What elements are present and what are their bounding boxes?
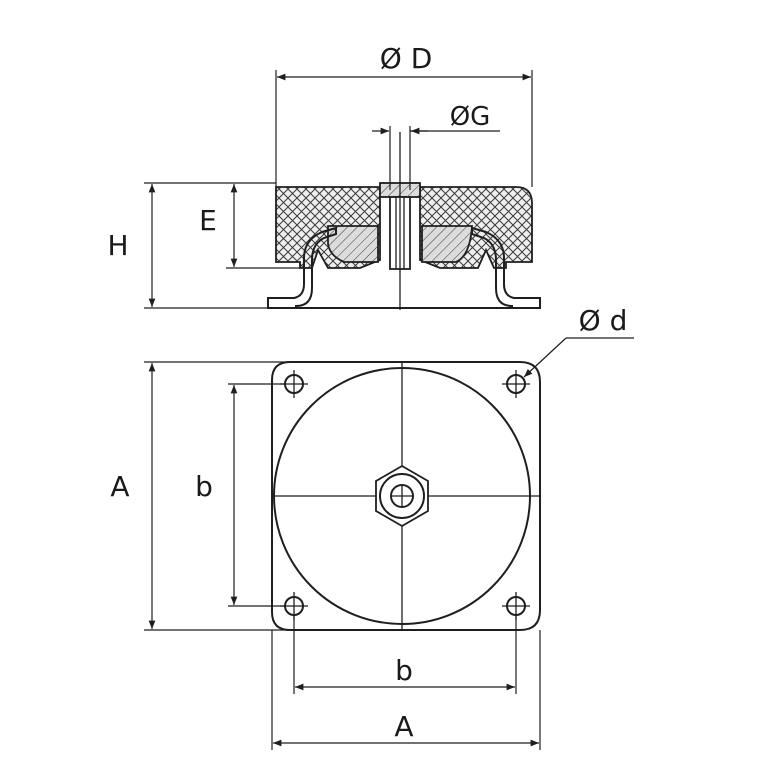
label-side-A-bottom: A [394, 710, 413, 743]
label-side-b-bottom: b [395, 654, 413, 687]
center-thread-hole [390, 484, 414, 508]
label-height-H: H [107, 229, 128, 262]
side-section-view: Ø D ØG H E [107, 42, 541, 310]
label-height-E: E [199, 204, 217, 237]
base-plate-right [471, 226, 541, 309]
label-hole-d: Ø d [579, 304, 628, 337]
base-plate-outline [271, 361, 541, 631]
label-dia-D: Ø D [380, 42, 433, 75]
metal-insert-left [327, 225, 379, 263]
leader-hole-d [523, 337, 567, 378]
base-plate [267, 226, 337, 309]
label-dia-G: ØG [450, 102, 491, 132]
mounting-hole-top-right [502, 370, 530, 398]
top-view: Ø d A b b A [110, 304, 634, 750]
label-side-A-left: A [110, 470, 129, 503]
label-side-b-left: b [195, 470, 213, 503]
